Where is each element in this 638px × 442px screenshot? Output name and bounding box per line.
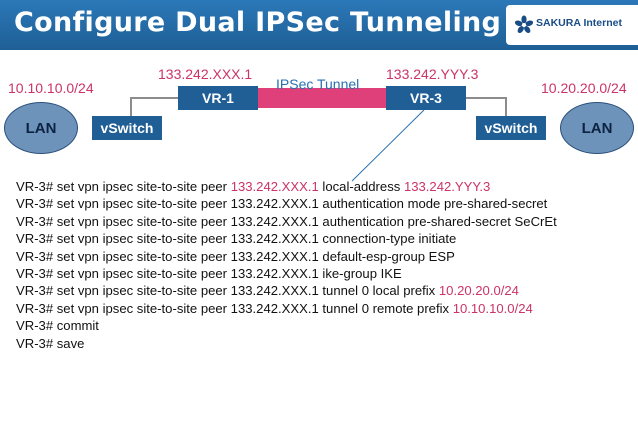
sakura-flower-icon <box>514 15 534 34</box>
command-list: VR-3# set vpn ipsec site-to-site peer 13… <box>16 178 557 352</box>
wire-vswitch-vr3 <box>505 97 507 117</box>
tunnel-label: IPSec Tunnel <box>276 76 360 92</box>
command-line: VR-3# set vpn ipsec site-to-site peer 13… <box>16 213 557 229</box>
command-line: VR-3# set vpn ipsec site-to-site peer 13… <box>16 300 533 316</box>
right-lan: LAN <box>560 102 634 154</box>
command-line: VR-3# set vpn ipsec site-to-site peer 13… <box>16 179 491 194</box>
right-vswitch: vSwitch <box>476 116 546 140</box>
slide-title: Configure Dual IPSec Tunneling 3/3 <box>14 7 560 38</box>
logo-text: SAKURA Internet <box>536 17 622 29</box>
ipsec-tunnel <box>258 88 394 108</box>
vr1-ip: 133.242.XXX.1 <box>158 66 253 82</box>
command-line: VR-3# set vpn ipsec site-to-site peer 13… <box>16 196 548 212</box>
router-vr1-label: VR-1 <box>202 90 234 106</box>
right-vswitch-label: vSwitch <box>484 120 538 136</box>
command-line: VR-3# save <box>16 335 85 351</box>
router-vr1: VR-1 <box>178 86 258 110</box>
left-subnet: 10.10.10.0/24 <box>8 80 94 96</box>
logo: SAKURA Internet <box>506 5 638 45</box>
command-line: VR-3# set vpn ipsec site-to-site peer 13… <box>16 231 457 247</box>
wire-vr3-stub <box>465 97 507 99</box>
command-line: VR-3# set vpn ipsec site-to-site peer 13… <box>16 266 402 282</box>
router-vr3-label: VR-3 <box>410 90 442 106</box>
left-vswitch-label: vSwitch <box>100 120 154 136</box>
router-vr3: VR-3 <box>386 86 466 110</box>
command-line: VR-3# set vpn ipsec site-to-site peer 13… <box>16 248 455 264</box>
wire-vr1-stub <box>130 97 178 99</box>
right-subnet: 10.20.20.0/24 <box>541 80 627 96</box>
right-lan-label: LAN <box>581 119 613 137</box>
wire-vswitch-vr1 <box>130 97 132 117</box>
left-lan: LAN <box>4 102 78 154</box>
title-bar: Configure Dual IPSec Tunneling 3/3 SAKUR… <box>0 0 638 50</box>
command-line: VR-3# set vpn ipsec site-to-site peer 13… <box>16 283 519 299</box>
vr3-ip: 133.242.YYY.3 <box>386 66 479 82</box>
command-line: VR-3# commit <box>16 318 99 334</box>
left-vswitch: vSwitch <box>92 116 162 140</box>
left-lan-label: LAN <box>25 119 57 137</box>
